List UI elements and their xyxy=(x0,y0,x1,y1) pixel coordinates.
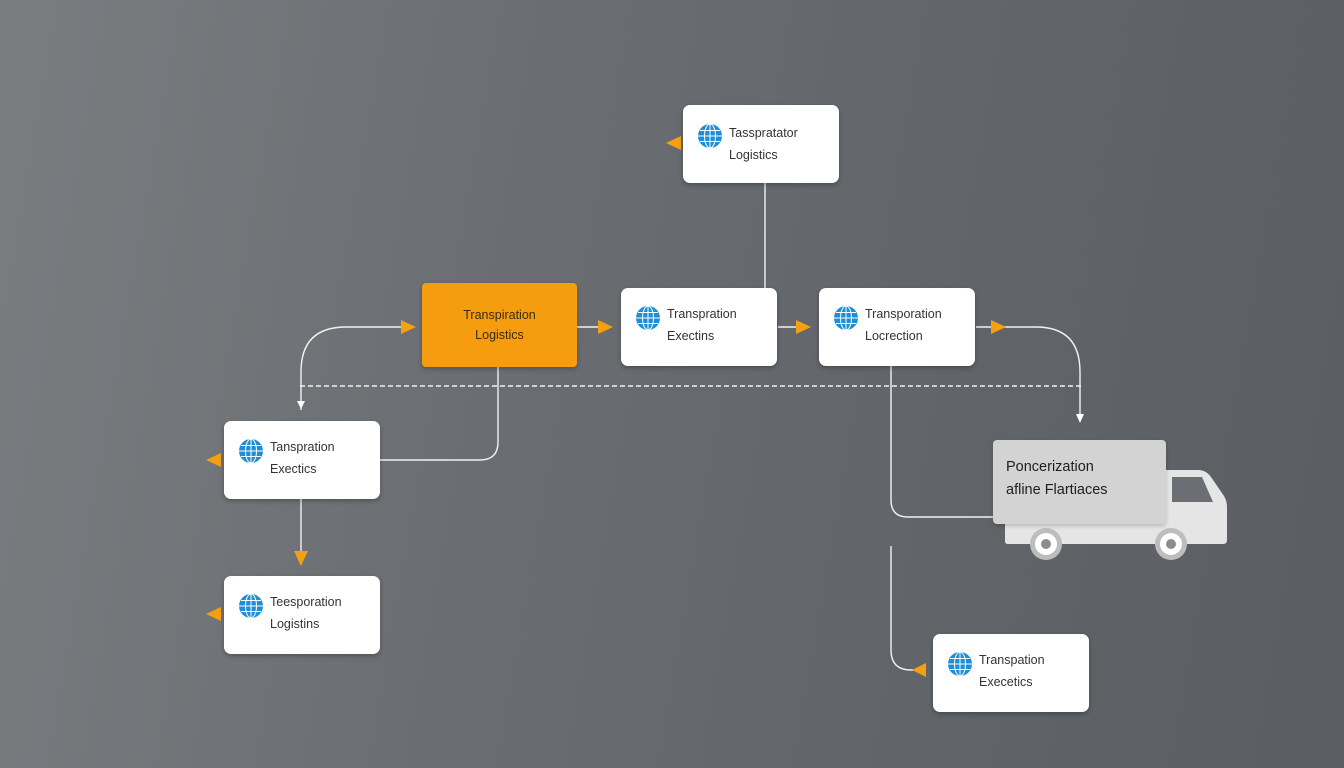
connector-to-bottom-right xyxy=(890,546,916,671)
arrow-left-of-left xyxy=(206,453,221,467)
arrow-into-left xyxy=(297,401,305,409)
arrow-into-middle xyxy=(598,320,613,334)
globe-icon xyxy=(948,651,972,677)
arrow-out-of-right xyxy=(991,320,1006,334)
node-left-bottom[interactable]: Teesporation Logistins xyxy=(224,576,380,654)
node-left-bottom-line2: Logistins xyxy=(270,617,320,631)
node-bottom-right-line2: Execetics xyxy=(979,675,1033,689)
arrow-into-center xyxy=(401,320,416,334)
node-top-line1: Tasspratator xyxy=(729,126,798,140)
node-left-line2: Exectics xyxy=(270,462,317,476)
truck-icon xyxy=(1005,470,1227,560)
globe-icon xyxy=(239,593,263,619)
connector-left-loop-to-center xyxy=(300,326,404,410)
arrowheads xyxy=(206,136,1084,677)
arrow-left-of-left-bottom xyxy=(206,607,221,621)
node-left[interactable]: Tanspration Exectics xyxy=(224,421,380,499)
node-left-bottom-line1: Teesporation xyxy=(270,595,342,609)
connector-center-to-left xyxy=(380,367,499,461)
truck-line1: Poncerization xyxy=(1006,459,1094,475)
arrow-into-right xyxy=(796,320,811,334)
node-center-accent[interactable]: Transpiration Logistics xyxy=(422,283,577,367)
node-right-line2: Locrection xyxy=(865,329,923,343)
node-middle[interactable]: Transpration Exectins xyxy=(621,288,777,366)
node-left-line1: Tanspration xyxy=(270,440,335,454)
globe-icon xyxy=(636,305,660,331)
globe-icon xyxy=(698,123,722,149)
arrow-left-of-top xyxy=(666,136,681,150)
node-right[interactable]: Transporation Locrection xyxy=(819,288,975,366)
globe-icon xyxy=(834,305,858,331)
node-top[interactable]: Tasspratator Logistics xyxy=(683,105,839,183)
arrow-into-left-bottom xyxy=(294,551,308,566)
node-right-line1: Transporation xyxy=(865,307,942,321)
node-center-line1: Transpiration xyxy=(463,308,536,322)
node-top-line2: Logistics xyxy=(729,148,778,162)
globe-icon xyxy=(239,438,263,464)
truck-cargo-box[interactable]: Poncerization afline Flartiaces xyxy=(993,440,1166,524)
connector-right-to-truck xyxy=(976,326,1081,416)
arrow-into-truck xyxy=(1076,414,1084,423)
truck-line2: afline Flartiaces xyxy=(1006,482,1108,498)
connector-right-down-to-truck xyxy=(890,366,993,518)
connector-lines xyxy=(300,183,1082,671)
node-bottom-right[interactable]: Transpation Execetics xyxy=(933,634,1089,712)
node-middle-line2: Exectins xyxy=(667,329,715,343)
node-center-line2: Logistics xyxy=(475,328,524,342)
arrow-into-bottom-right xyxy=(912,663,926,677)
node-bottom-right-line1: Transpation xyxy=(979,653,1045,667)
node-middle-line1: Transpration xyxy=(667,307,737,321)
